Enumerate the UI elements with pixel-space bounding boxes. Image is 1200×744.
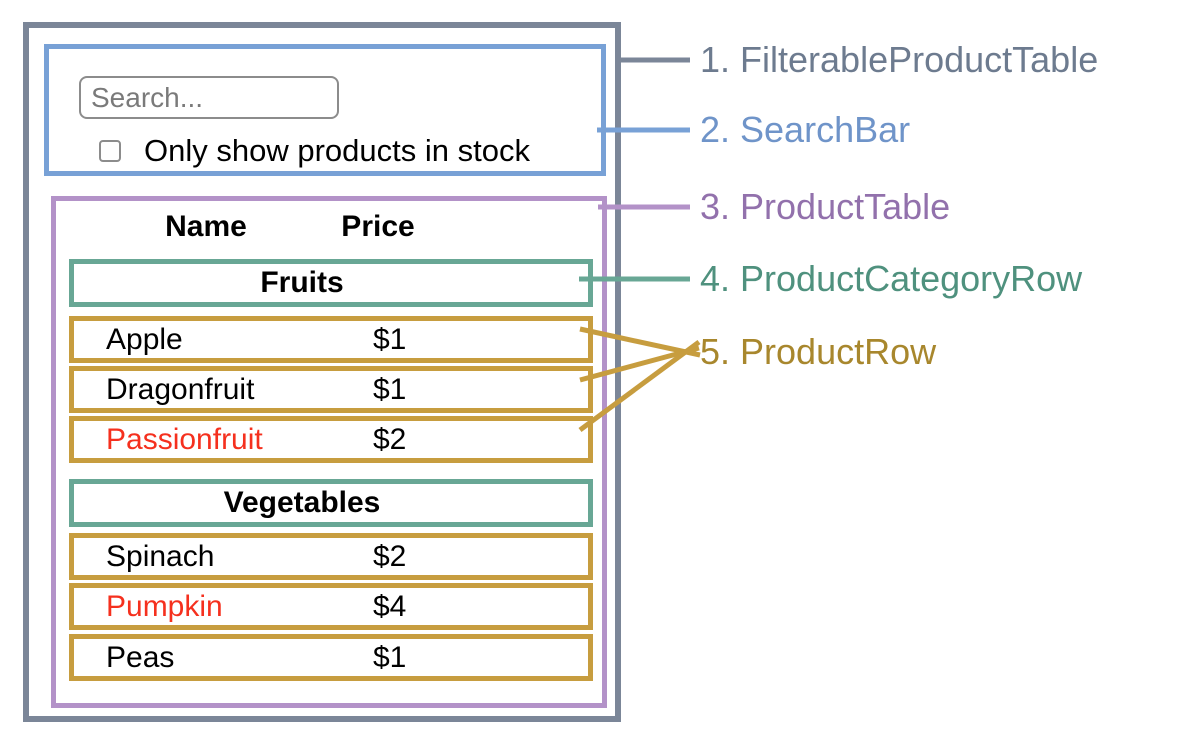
product-price: $2 xyxy=(373,422,407,456)
column-header-name: Name xyxy=(165,210,247,243)
product-row-peas: Peas $1 xyxy=(69,634,593,681)
category-label: Fruits xyxy=(260,266,344,299)
product-name: Passionfruit xyxy=(106,422,263,456)
product-price: $1 xyxy=(373,372,407,406)
category-row-vegetables: Vegetables xyxy=(69,479,593,527)
in-stock-filter-row[interactable]: Only show products in stock xyxy=(99,131,530,171)
product-price: $1 xyxy=(373,322,407,356)
product-name: Peas xyxy=(106,640,175,674)
legend-item-search-bar: 2. SearchBar xyxy=(700,109,911,150)
category-label: Vegetables xyxy=(223,486,381,519)
product-row-spinach: Spinach $2 xyxy=(69,533,593,580)
column-header-price: Price xyxy=(341,210,415,243)
product-row-pumpkin: Pumpkin $4 xyxy=(69,583,593,630)
product-name: Pumpkin xyxy=(106,589,223,623)
product-table-outline: Name Price Fruits Apple $1 Dragonfruit $… xyxy=(51,196,607,708)
product-price: $1 xyxy=(373,640,407,674)
filterable-product-table-outline: Only show products in stock Name Price F… xyxy=(23,22,621,722)
search-bar-outline: Only show products in stock xyxy=(44,44,606,176)
product-price: $4 xyxy=(373,589,407,623)
product-name: Dragonfruit xyxy=(106,372,255,406)
in-stock-checkbox-label[interactable]: Only show products in stock xyxy=(144,133,530,168)
legend-item-product-category-row: 4. ProductCategoryRow xyxy=(700,258,1083,299)
product-row-apple: Apple $1 xyxy=(69,316,593,363)
product-row-passionfruit: Passionfruit $2 xyxy=(69,416,593,463)
product-name: Spinach xyxy=(106,539,215,573)
product-row-dragonfruit: Dragonfruit $1 xyxy=(69,366,593,413)
product-name: Apple xyxy=(106,322,183,356)
category-row-fruits: Fruits xyxy=(69,259,593,307)
legend-item-filterable-product-table: 1. FilterableProductTable xyxy=(700,39,1099,80)
search-input[interactable] xyxy=(79,76,339,119)
in-stock-checkbox[interactable] xyxy=(99,140,121,162)
product-price: $2 xyxy=(373,539,407,573)
legend-item-product-row: 5. ProductRow xyxy=(700,331,937,372)
legend-item-product-table: 3. ProductTable xyxy=(700,186,951,227)
